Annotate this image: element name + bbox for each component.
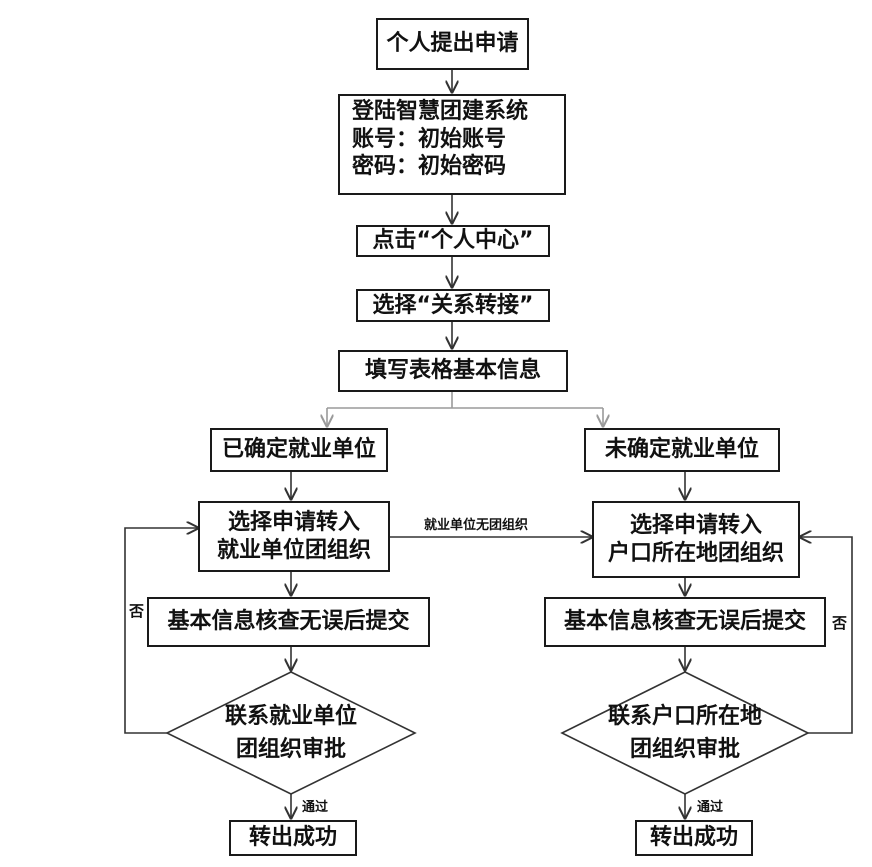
node-employer-confirmed: 已确定就业单位 (210, 428, 388, 472)
node-login: 登陆智慧团建系统 账号：初始账号 密码：初始密码 (338, 94, 566, 195)
loop-reject-left (124, 528, 198, 734)
node-success-left: 转出成功 (229, 820, 357, 856)
approve-left-label: 联系就业单位 团组织审批 (191, 690, 391, 776)
node-select-transfer: 选择“关系转接” (356, 289, 550, 322)
approve-right-line1: 联系户口所在地 (607, 704, 762, 729)
edge-label-reject-left: 否 (129, 602, 145, 620)
node-login-password: 密码：初始密码 (352, 154, 507, 179)
node-select-employer-org-line1: 选择申请转入 (227, 510, 360, 535)
edge-label-reject-right: 否 (832, 614, 848, 632)
node-submit-right: 基本信息核查无误后提交 (544, 597, 826, 647)
approve-left-line2: 团组织审批 (235, 737, 346, 762)
node-select-household-org-line2: 户口所在地团组织 (607, 540, 784, 566)
node-submit-left: 基本信息核查无误后提交 (147, 597, 430, 647)
node-fill-form: 填写表格基本信息 (338, 350, 568, 392)
node-success-right: 转出成功 (635, 820, 753, 856)
node-click-center: 点击“个人中心” (356, 225, 550, 257)
node-select-household-org: 选择申请转入 户口所在地团组织 (592, 501, 800, 578)
node-select-employer-org: 选择申请转入 就业单位团组织 (198, 501, 390, 572)
node-select-employer-org-line2: 就业单位团组织 (216, 537, 371, 563)
node-select-household-org-line1: 选择申请转入 (629, 513, 762, 538)
edge-label-no-employer-org: 就业单位无团组织 (424, 518, 529, 533)
node-employer-unconfirmed: 未确定就业单位 (584, 428, 780, 472)
approve-right-line2: 团组织审批 (629, 737, 740, 762)
node-login-account: 账号：初始账号 (352, 126, 507, 152)
loop-reject-right (800, 537, 853, 734)
node-login-title: 登陆智慧团建系统 (352, 99, 529, 124)
approve-right-label: 联系户口所在地 团组织审批 (585, 690, 785, 776)
node-apply: 个人提出申请 (376, 18, 529, 70)
edge-label-pass-right: 通过 (697, 800, 724, 815)
approve-left-line1: 联系就业单位 (224, 704, 357, 729)
edge-label-pass-left: 通过 (302, 800, 329, 815)
